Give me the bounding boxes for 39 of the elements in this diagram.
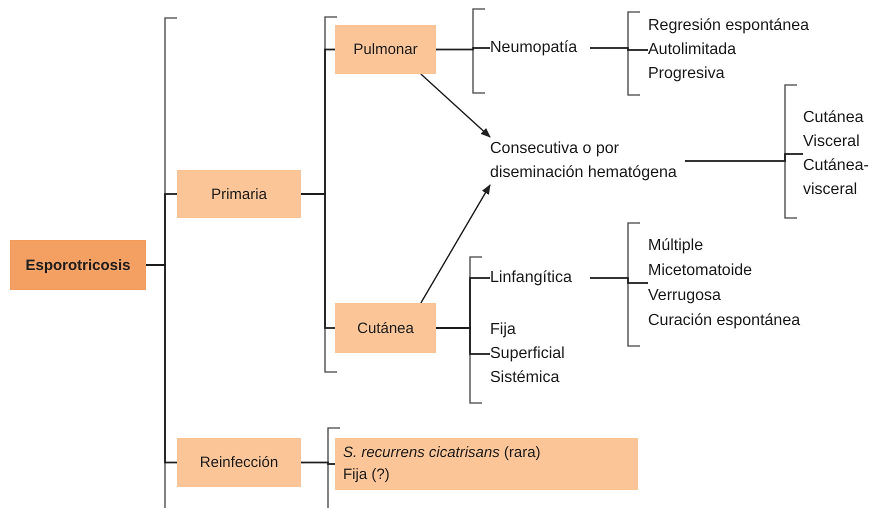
list-item: Cutánea <box>803 108 864 128</box>
category-box <box>335 25 436 74</box>
category-box <box>335 438 638 490</box>
list-item: Linfangítica <box>490 268 572 288</box>
category-box <box>177 170 301 218</box>
bracket-connector <box>436 47 490 50</box>
list-item: Visceral <box>803 132 860 152</box>
root-box <box>10 240 146 290</box>
box-label: Cutánea <box>357 320 414 336</box>
category-box <box>177 438 301 487</box>
box-label: Esporotricosis <box>25 256 131 274</box>
list-item: Superficial <box>490 344 565 364</box>
bracket-connector <box>146 264 177 464</box>
list-item: Sistémica <box>490 368 560 388</box>
box-label: Primaria <box>211 186 267 202</box>
box-label: S. recurrens cicatrisans (rara) <box>343 443 541 463</box>
bracket-connector <box>301 462 335 465</box>
bracket-connector <box>436 327 490 355</box>
box-label: Pulmonar <box>353 41 418 58</box>
list-item: Verrugosa <box>648 286 721 306</box>
list-item: Regresión espontánea <box>648 16 810 36</box>
list-item: Cutánea-visceral <box>803 156 870 200</box>
list-item: Curación espontánea <box>648 311 800 331</box>
arrow <box>420 73 491 138</box>
bracket-connector <box>301 193 335 329</box>
bracket-connector <box>685 153 803 162</box>
bracket-connector <box>590 47 648 51</box>
list-item: Autolimitada <box>648 40 736 60</box>
box-label: Reinfección <box>200 454 278 471</box>
category-box <box>335 303 436 353</box>
bracket-connector <box>590 277 648 284</box>
list-item: Múltiple <box>648 236 704 256</box>
box-label: Fija (?) <box>343 465 390 485</box>
list-item: Neumopatía <box>490 38 578 58</box>
list-item: Progresiva <box>648 64 724 84</box>
list-item: Fija <box>490 320 516 340</box>
list-item: Micetomatoide <box>648 261 752 281</box>
list-item: Consecutiva o por diseminación hematógena <box>490 139 678 183</box>
arrow <box>420 184 491 304</box>
